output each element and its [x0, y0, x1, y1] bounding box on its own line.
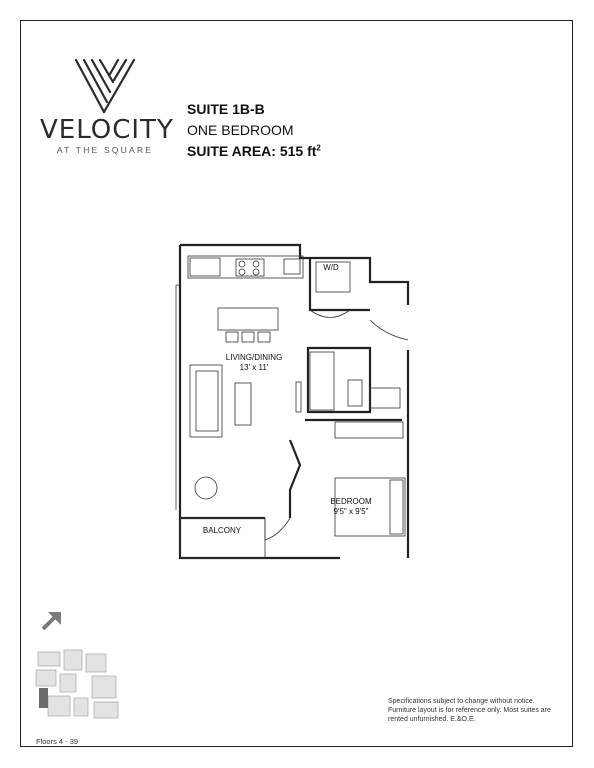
plan-sofa	[189, 364, 223, 438]
brand-name: VELOCITY	[40, 115, 174, 145]
suite-code: SUITE 1B-B	[187, 101, 265, 117]
balcony-label: BALCONY	[202, 526, 242, 535]
brand-tagline: AT THE SQUARE	[56, 145, 154, 155]
plan-balcony	[179, 517, 266, 559]
plan-chair	[194, 476, 218, 500]
suite-area: SUITE AREA: 515 ft2	[187, 143, 321, 159]
plan-tv-unit	[295, 381, 302, 413]
plan-coffee-table	[234, 382, 252, 426]
key-plan-highlight	[39, 688, 48, 708]
suite-type: ONE BEDROOM	[187, 122, 294, 138]
plan-fridge	[189, 257, 221, 277]
plan-laundry	[315, 261, 351, 293]
floor-plan	[175, 243, 410, 560]
plan-bathtub	[309, 351, 335, 411]
bedroom-size: 9'5" x 9'5"	[333, 507, 369, 516]
living-size: 13' x 11'	[239, 363, 269, 372]
laundry-label: W/D	[323, 263, 339, 272]
plan-vanity	[369, 387, 401, 409]
north-arrow-icon	[41, 612, 61, 631]
plan-exterior-wall	[180, 243, 410, 305]
plan-island	[217, 307, 279, 331]
floors-label: Floors 4 - 39	[36, 737, 79, 746]
area-superscript: 2	[316, 143, 321, 153]
plan-sink	[283, 258, 301, 275]
plan-stove	[235, 258, 265, 277]
plan-kitchen-counter	[187, 255, 304, 279]
page-frame	[20, 20, 573, 747]
bedroom-label: BEDROOM	[330, 497, 372, 506]
plan-bath-wall	[306, 346, 372, 414]
plan-door-swing	[309, 309, 351, 318]
plan-bedroom-wall	[288, 439, 302, 518]
plan-toilet	[347, 379, 363, 407]
living-label: LIVING/DINING	[225, 353, 283, 362]
disclaimer: Specifications subject to change without…	[388, 698, 551, 723]
plan-closet	[334, 421, 404, 439]
key-plan	[35, 649, 119, 719]
velocity-logo-icon	[74, 58, 136, 114]
plan-bed	[334, 477, 406, 537]
